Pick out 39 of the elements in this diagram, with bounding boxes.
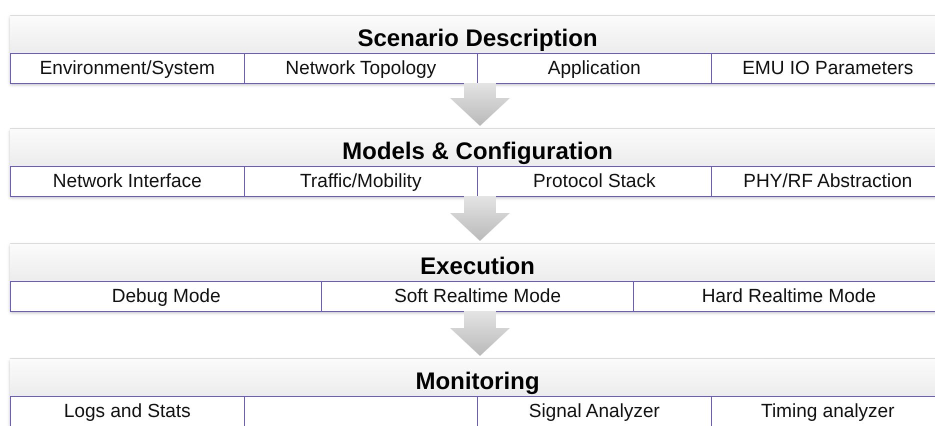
component-cell (478, 396, 712, 426)
stage-band (10, 128, 935, 196)
stage-title: Monitoring (416, 369, 540, 396)
component-cell (10, 396, 244, 426)
down-arrow (450, 196, 510, 241)
component-label: Network Topology (285, 58, 436, 80)
component-label: Application (548, 58, 641, 80)
component-label: Timing analyzer (761, 400, 894, 422)
component-label: PHY/RF Abstraction (743, 170, 912, 192)
down-arrow (450, 83, 510, 126)
component-label: Soft Realtime Mode (394, 286, 561, 308)
component-label: Logs and Stats (64, 400, 191, 422)
component-cell (478, 53, 712, 84)
component-cell (322, 281, 634, 312)
component-label: Signal Analyzer (528, 400, 660, 422)
component-label: Environment/System (40, 58, 215, 80)
component-label: Network Interface (52, 170, 202, 192)
component-cell (10, 53, 244, 84)
stage-title: Models & Configuration (342, 139, 613, 166)
component-cell (10, 166, 244, 197)
component-cell (10, 281, 322, 312)
component-label: Debug Mode (112, 286, 221, 308)
component-cell (634, 281, 935, 312)
component-cell (712, 53, 935, 84)
component-label: Traffic/Mobility (300, 170, 422, 192)
component-cell (244, 166, 478, 197)
component-cell (244, 53, 478, 84)
stage-title: Scenario Description (357, 26, 598, 53)
component-label: Hard Realtime Mode (702, 286, 876, 308)
stage-band (10, 15, 935, 83)
component-cell (478, 166, 712, 197)
component-cell (712, 396, 935, 426)
component-label: Protocol Stack (533, 170, 656, 192)
down-arrow (450, 311, 510, 356)
stage-band (10, 358, 935, 426)
component-label: EMU IO Parameters (742, 58, 914, 80)
stage-band (10, 243, 935, 311)
component-cell (712, 166, 935, 197)
stage-title: Execution (420, 254, 535, 281)
